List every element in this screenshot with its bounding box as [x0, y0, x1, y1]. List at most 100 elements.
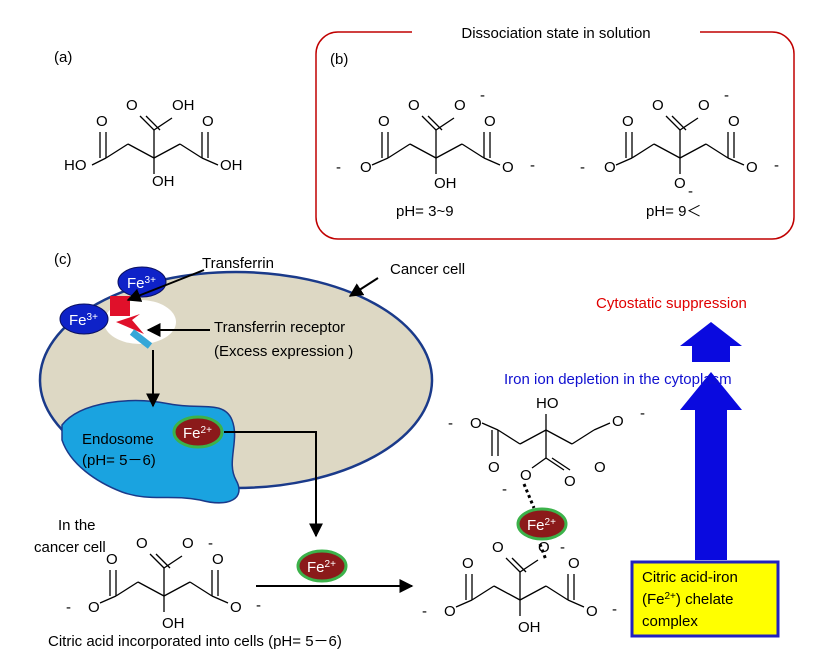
chelate-line-2: (Fe2+) chelate — [642, 591, 733, 608]
fe2-chelated-ion: Fe2+ — [516, 507, 568, 541]
svg-text:O: O — [492, 539, 504, 556]
svg-text:O: O — [484, 113, 496, 130]
atom-oh: OH — [152, 173, 175, 190]
receptor-stem-icon — [129, 329, 153, 349]
receptor-expression-label: (Excess expression ) — [214, 343, 353, 360]
panel-c-label: (c) — [54, 251, 72, 268]
svg-text:Fe2+: Fe2+ — [307, 559, 336, 576]
citrate-in-cell-molecule: O O O O - O - O - OH — [66, 535, 261, 632]
svg-text:-: - — [448, 415, 453, 432]
svg-text:-: - — [502, 481, 507, 498]
svg-text:O: O — [88, 599, 100, 616]
atom-oh: OH — [172, 97, 195, 114]
transferrin-icon — [110, 296, 130, 316]
svg-text:O: O — [564, 473, 576, 490]
svg-text:O: O — [652, 97, 664, 114]
chelate-line-1: Citric acid-iron — [642, 569, 738, 586]
fe2-ion: Fe2+ — [296, 549, 348, 583]
svg-text:O: O — [378, 113, 390, 130]
svg-text:-: - — [530, 157, 535, 174]
svg-text:O: O — [106, 551, 118, 568]
citrate-tetraanion-molecule: O O O O - O - O - O - — [580, 87, 779, 200]
transferrin-label: Transferrin — [202, 255, 274, 272]
svg-text:-: - — [66, 599, 71, 616]
svg-text:O: O — [746, 159, 758, 176]
svg-text:O: O — [212, 551, 224, 568]
svg-text:-: - — [612, 601, 617, 618]
svg-text:-: - — [724, 87, 729, 104]
svg-text:-: - — [774, 157, 779, 174]
svg-text:-: - — [208, 535, 213, 552]
svg-text:OH: OH — [518, 619, 541, 636]
chelate-line-3: complex — [642, 613, 698, 630]
svg-text:O: O — [674, 175, 686, 192]
panel-b-label: (b) — [330, 51, 348, 68]
panel-a-label: (a) — [54, 49, 72, 66]
citric-acid-molecule-a: O O O OH HO OH OH — [64, 97, 243, 190]
atom-o: O — [96, 113, 108, 130]
receptor-icon — [116, 314, 144, 334]
fe2-ion: Fe2+ — [172, 415, 224, 449]
upward-arrow-large — [680, 372, 742, 560]
receptor-label: Transferrin receptor — [214, 319, 345, 336]
cytostatic-label: Cytostatic suppression — [596, 295, 747, 312]
cancer-cell-label: Cancer cell — [390, 261, 465, 278]
svg-text:-: - — [560, 539, 565, 556]
svg-text:O: O — [470, 415, 482, 432]
fe3-ion: Fe3+ — [59, 303, 109, 335]
atom-ho: HO — [64, 157, 87, 174]
svg-text:O: O — [488, 459, 500, 476]
svg-text:O: O — [408, 97, 420, 114]
svg-text:Fe2+: Fe2+ — [183, 425, 212, 442]
fe3-ion: Fe3+ — [117, 266, 167, 298]
dissociation-title: Dissociation state in solution — [461, 25, 650, 42]
atom-oh: OH — [220, 157, 243, 174]
chelate-lower-citrate: O O O O - O - O - OH — [422, 539, 617, 636]
svg-text:O: O — [502, 159, 514, 176]
svg-text:O: O — [568, 555, 580, 572]
svg-text:-: - — [640, 405, 645, 422]
chelate-upper-citrate: HO O - O - O O O O - — [448, 395, 645, 498]
svg-text:O: O — [360, 159, 372, 176]
ph-label-b2: pH= 9＜ — [646, 203, 701, 220]
ph-label-b1: pH= 3~9 — [396, 203, 454, 220]
in-cell-label-2: cancer cell — [34, 539, 106, 556]
svg-text:-: - — [256, 597, 261, 614]
svg-text:O: O — [444, 603, 456, 620]
svg-text:OH: OH — [162, 615, 185, 632]
svg-text:Fe3+: Fe3+ — [69, 312, 98, 329]
svg-text:O: O — [462, 555, 474, 572]
svg-text:Fe2+: Fe2+ — [527, 517, 556, 534]
depletion-label: Iron ion depletion in the cytoplasm — [504, 371, 732, 388]
svg-text:O: O — [728, 113, 740, 130]
svg-text:O: O — [520, 467, 532, 484]
in-cell-label: In the — [58, 517, 96, 534]
svg-text:O: O — [698, 97, 710, 114]
svg-text:O: O — [230, 599, 242, 616]
svg-text:O: O — [622, 113, 634, 130]
endosome-ph-label: (pH= 5－6) — [82, 452, 156, 469]
incorporated-label: Citric acid incorporated into cells (pH=… — [48, 633, 342, 650]
svg-text:O: O — [454, 97, 466, 114]
svg-text:O: O — [594, 459, 606, 476]
svg-text:-: - — [480, 87, 485, 104]
svg-text:O: O — [182, 535, 194, 552]
svg-text:O: O — [136, 535, 148, 552]
upward-arrow-small — [680, 322, 742, 362]
svg-text:-: - — [688, 183, 693, 200]
svg-text:Fe3+: Fe3+ — [127, 275, 156, 292]
svg-text:OH: OH — [434, 175, 457, 192]
atom-o: O — [202, 113, 214, 130]
svg-text:-: - — [422, 603, 427, 620]
svg-text:O: O — [538, 539, 550, 556]
svg-text:O: O — [586, 603, 598, 620]
chelate-complex-box — [630, 560, 780, 638]
atom-o: O — [126, 97, 138, 114]
svg-text:O: O — [604, 159, 616, 176]
svg-text:-: - — [580, 159, 585, 176]
svg-text:-: - — [336, 159, 341, 176]
svg-text:O: O — [612, 413, 624, 430]
endosome-label: Endosome — [82, 431, 154, 448]
svg-text:HO: HO — [536, 395, 559, 412]
